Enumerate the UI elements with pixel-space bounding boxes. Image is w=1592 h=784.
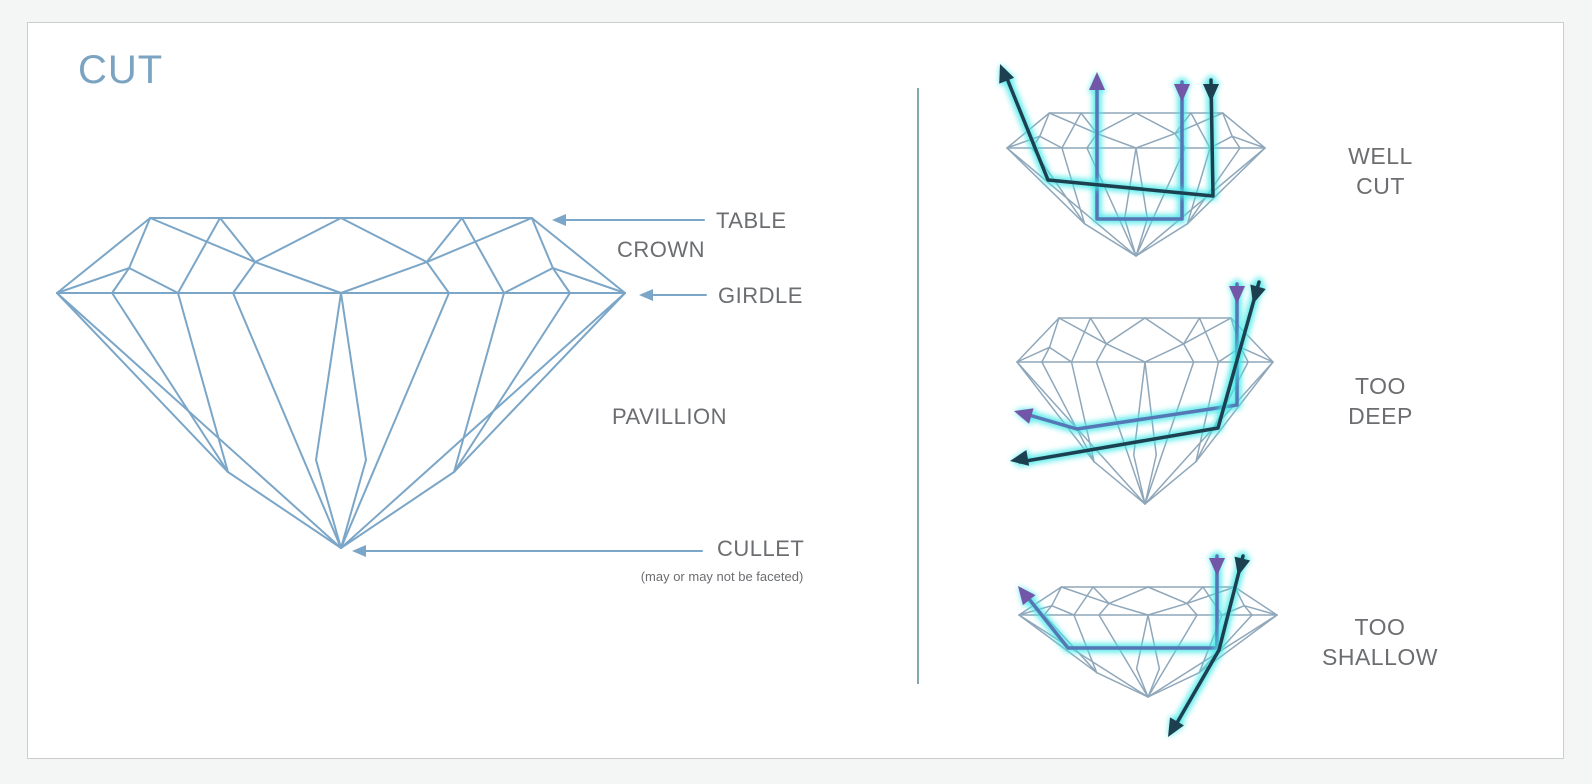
page-title: CUT xyxy=(78,48,164,92)
light-ray xyxy=(1018,554,1225,650)
light-ray xyxy=(1168,554,1251,737)
label-table: TABLE xyxy=(716,208,787,233)
label-too-deep: TOO DEEP xyxy=(1348,373,1413,429)
label-pointer-arrows xyxy=(352,214,707,557)
light-ray xyxy=(999,64,1219,198)
light-ray xyxy=(1010,280,1266,466)
too-shallow-diamond-figure xyxy=(1018,586,1278,698)
label-culet: CULLET xyxy=(717,536,805,561)
content-card xyxy=(27,22,1564,759)
label-well-cut: WELL CUT xyxy=(1348,143,1413,199)
label-too-shallow: TOO SHALLOW xyxy=(1322,614,1438,670)
label-girdle: GIRDLE xyxy=(718,283,803,308)
label-culet-note: (may or may not be faceted) xyxy=(640,569,804,584)
light-ray-paths xyxy=(999,64,1268,737)
light-ray xyxy=(1014,282,1245,431)
label-pavilion: PAVILLION xyxy=(612,404,727,429)
label-crown: CROWN xyxy=(617,237,706,262)
light-ray xyxy=(1089,72,1190,221)
diamond-anatomy-figure xyxy=(56,217,626,549)
